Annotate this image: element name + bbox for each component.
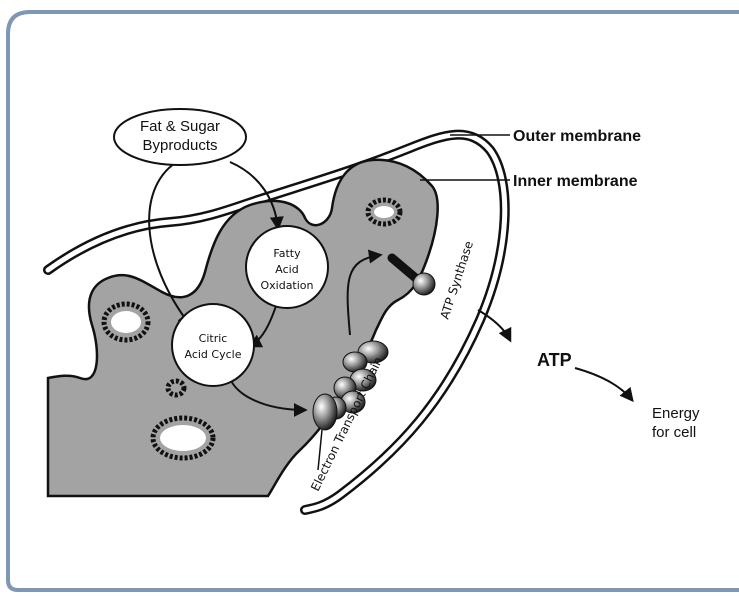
atp-synthase-label: ATP Synthase (438, 239, 476, 321)
citric-acid-cycle-node: Citric Acid Cycle (172, 304, 254, 386)
fatty-acid-oxidation-node: Fatty Acid Oxidation (246, 226, 328, 308)
fatty-acid-label-3: Oxidation (260, 279, 313, 292)
fat-sugar-label-2: Byproducts (142, 137, 217, 154)
citric-acid-label-1: Citric (199, 332, 228, 345)
energy-label-1: Energy (652, 405, 700, 422)
fat-sugar-label-1: Fat & Sugar (140, 118, 220, 135)
energy-label-2: for cell (652, 424, 696, 441)
atp-label: ATP (537, 350, 572, 370)
citric-acid-label-2: Acid Cycle (185, 348, 242, 361)
fat-sugar-byproducts-node: Fat & Sugar Byproducts (114, 109, 246, 165)
fatty-acid-label-2: Acid (275, 263, 298, 276)
outer-membrane-label: Outer membrane (513, 128, 641, 145)
fatty-acid-label-1: Fatty (273, 247, 301, 260)
inner-membrane-label: Inner membrane (513, 173, 638, 190)
